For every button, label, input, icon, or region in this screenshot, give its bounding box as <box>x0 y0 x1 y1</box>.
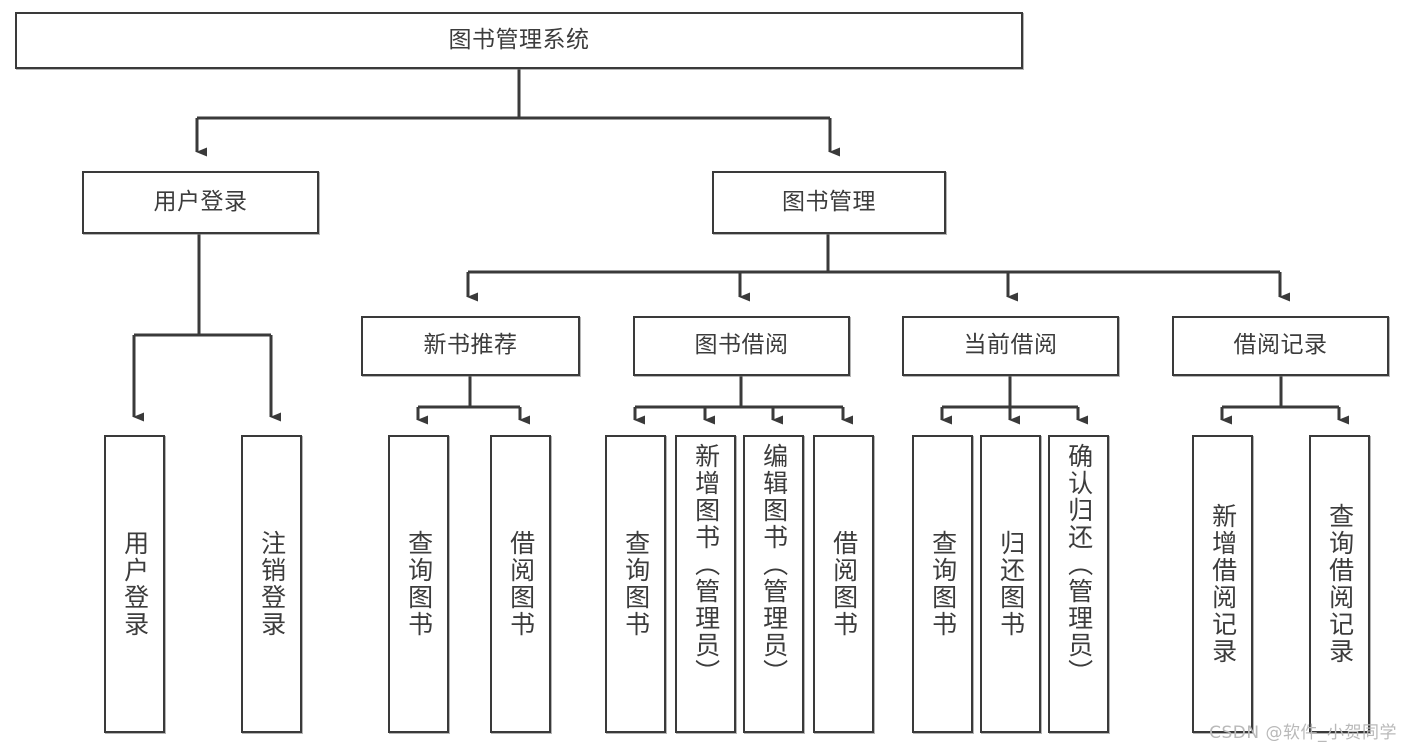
node-label: 注销登录 <box>257 530 287 638</box>
node-label: 新书推荐 <box>423 332 518 359</box>
node-label: 用户登录 <box>120 530 150 638</box>
node-borrow-record[interactable]: 借阅记录 <box>1172 316 1389 376</box>
node-label: 用户登录 <box>153 188 248 215</box>
leaf-current-borrow-return-book[interactable]: 归还图书 <box>980 435 1041 733</box>
leaf-new-book-borrow-book[interactable]: 借阅图书 <box>490 435 551 733</box>
node-label: 借阅图书 <box>829 530 859 638</box>
node-root-book-management-system[interactable]: 图书管理系统 <box>15 12 1023 69</box>
leaf-book-borrow-borrow-book[interactable]: 借阅图书 <box>813 435 874 733</box>
leaf-current-borrow-confirm-return-admin[interactable]: 确认归还（管理员） <box>1048 435 1109 733</box>
node-label: 图书管理 <box>782 188 876 215</box>
node-book-management[interactable]: 图书管理 <box>712 171 946 234</box>
leaf-user-login-logout[interactable]: 注销登录 <box>241 435 302 733</box>
leaf-book-borrow-edit-book-admin[interactable]: 编辑图书（管理员） <box>743 435 804 733</box>
node-label: 图书借阅 <box>694 332 789 359</box>
node-label: 查询图书 <box>404 530 434 638</box>
node-new-book-recommend[interactable]: 新书推荐 <box>361 316 580 376</box>
node-label: 借阅记录 <box>1233 332 1328 359</box>
node-label: 查询借阅记录 <box>1325 503 1355 665</box>
leaf-current-borrow-query-book[interactable]: 查询图书 <box>912 435 973 733</box>
node-label: 新增借阅记录 <box>1208 503 1238 665</box>
node-label: 查询图书 <box>928 530 958 638</box>
node-label: 图书管理系统 <box>448 26 590 53</box>
node-book-borrow[interactable]: 图书借阅 <box>633 316 850 376</box>
node-label: 借阅图书 <box>506 530 536 638</box>
node-current-borrow[interactable]: 当前借阅 <box>902 316 1119 376</box>
leaf-book-borrow-query-book[interactable]: 查询图书 <box>605 435 666 733</box>
leaf-new-book-query-book[interactable]: 查询图书 <box>388 435 449 733</box>
node-label: 编辑图书（管理员） <box>759 443 789 686</box>
node-label: 当前借阅 <box>963 332 1058 359</box>
node-label: 归还图书 <box>996 530 1026 638</box>
node-label: 确认归还（管理员） <box>1064 443 1094 686</box>
node-label: 查询图书 <box>621 530 651 638</box>
leaf-borrow-record-query-record[interactable]: 查询借阅记录 <box>1309 435 1370 733</box>
leaf-user-login-login[interactable]: 用户登录 <box>104 435 165 733</box>
node-user-login[interactable]: 用户登录 <box>82 171 319 234</box>
node-label: 新增图书（管理员） <box>691 443 721 686</box>
leaf-borrow-record-add-record[interactable]: 新增借阅记录 <box>1192 435 1253 733</box>
leaf-book-borrow-add-book-admin[interactable]: 新增图书（管理员） <box>675 435 736 733</box>
